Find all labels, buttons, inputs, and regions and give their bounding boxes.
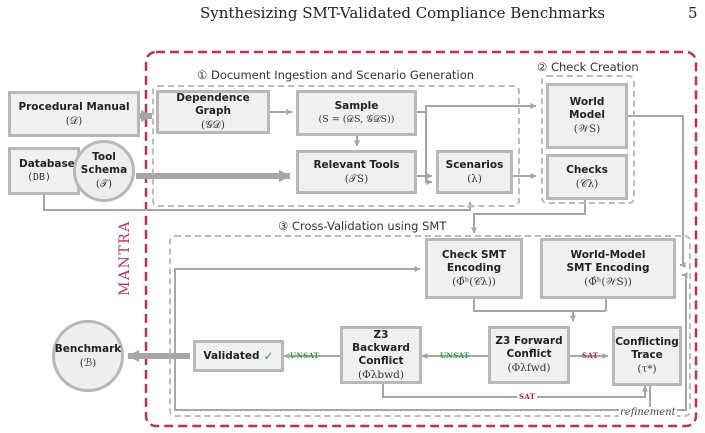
tool-schema-line2: Schema bbox=[80, 164, 128, 176]
procedural-manual-symbol: (𝒟) bbox=[65, 114, 83, 127]
sample-title: Sample bbox=[334, 99, 379, 112]
edge-checks-to-checksmt bbox=[471, 200, 586, 234]
world-model-line1: World bbox=[569, 96, 605, 108]
tool-schema-symbol: (𝒯) bbox=[95, 178, 113, 190]
scenarios-node: Scenarios (λ) bbox=[436, 150, 513, 194]
section-check-creation-title: ② Check Creation bbox=[534, 60, 642, 74]
edge-refinement-left bbox=[174, 266, 622, 411]
check-smt-node: Check SMT Encoding (Φ̂ʰ(𝒞λ)) bbox=[425, 238, 523, 299]
dependence-graph-node: Dependence Graph (𝒢𝒟) bbox=[156, 90, 270, 134]
z3-backward-node: Z3 Backward Conflict (Φλbwd) bbox=[340, 326, 422, 384]
edge-sample-to-world bbox=[417, 103, 537, 113]
mantra-label: MANTRA bbox=[117, 220, 133, 296]
validated-node: Validated ✓ bbox=[193, 340, 284, 372]
world-model-smt-line2: SMT Encoding bbox=[566, 261, 650, 274]
world-model-smt-symbol: (Φ̂ʰ(𝒲S)) bbox=[584, 275, 632, 288]
unsat-label-backward: UNSAT bbox=[290, 351, 320, 360]
benchmark-symbol: (ℬ) bbox=[79, 356, 97, 369]
conflicting-trace-line1: Conflicting bbox=[615, 336, 679, 348]
mantra-frame bbox=[144, 50, 698, 428]
tool-schema-node: Tool Schema (𝒯) bbox=[73, 140, 135, 202]
validated-title: Validated bbox=[203, 349, 260, 362]
check-smt-line2: Encoding bbox=[446, 261, 502, 274]
sample-symbol: (S = (𝒟S, 𝒢𝒟S)) bbox=[318, 113, 395, 125]
procedural-manual-node: Procedural Manual (𝒟) bbox=[8, 91, 140, 137]
scenarios-title: Scenarios bbox=[445, 158, 504, 171]
section-cross-validation-title: ③ Cross-Validation using SMT bbox=[275, 219, 450, 233]
sat-label-backward: SAT bbox=[517, 392, 538, 401]
checks-symbol: (𝒞λ) bbox=[575, 177, 599, 190]
edge-sample-to-scenarios bbox=[425, 112, 433, 185]
relevant-tools-symbol: (𝒯S) bbox=[344, 172, 369, 185]
dependence-graph-symbol: (𝒢𝒟) bbox=[200, 119, 226, 131]
z3-forward-line1: Z3 Forward bbox=[495, 335, 563, 347]
world-model-smt-node: World-Model SMT Encoding (Φ̂ʰ(𝒲S)) bbox=[540, 238, 676, 299]
section-ingestion-frame bbox=[152, 85, 520, 207]
checks-title: Checks bbox=[566, 163, 608, 176]
relevant-tools-node: Relevant Tools (𝒯S) bbox=[296, 150, 417, 194]
tool-schema-line1: Tool bbox=[92, 151, 116, 163]
relevant-tools-title: Relevant Tools bbox=[313, 158, 400, 171]
z3-forward-node: Z3 Forward Conflict (Φλfwd) bbox=[488, 326, 570, 384]
world-model-line2: Model bbox=[569, 109, 605, 121]
database-title: Database bbox=[19, 157, 75, 170]
conflicting-trace-line2: Trace bbox=[631, 349, 663, 361]
section-check-creation-frame bbox=[541, 75, 635, 204]
benchmark-node: Benchmark (ℬ) bbox=[52, 320, 124, 392]
check-smt-symbol: (Φ̂ʰ(𝒞λ)) bbox=[452, 275, 496, 288]
database-node: Database (DB) bbox=[8, 147, 80, 195]
sat-label-forward: SAT bbox=[582, 351, 599, 360]
conflicting-trace-node: Conflicting Trace (τ*) bbox=[612, 326, 682, 386]
world-model-symbol: (𝒲S) bbox=[573, 123, 601, 135]
validated-check-icon: ✓ bbox=[263, 349, 274, 363]
page-number: 5 bbox=[688, 4, 698, 22]
refinement-label: refinement bbox=[619, 407, 677, 418]
checks-node: Checks (𝒞λ) bbox=[546, 154, 628, 200]
z3-backward-line2: Conflict bbox=[358, 354, 404, 367]
section-cross-validation-frame bbox=[169, 235, 691, 417]
dependence-graph-title: Dependence Graph bbox=[176, 92, 250, 117]
edge-world-to-worldsmt bbox=[628, 115, 686, 268]
edge-refinement-right bbox=[649, 272, 688, 411]
procedural-manual-title: Procedural Manual bbox=[18, 100, 130, 113]
check-smt-line1: Check SMT bbox=[441, 248, 507, 261]
conflicting-trace-symbol: (τ*) bbox=[637, 363, 657, 375]
z3-backward-symbol: (Φλbwd) bbox=[358, 368, 404, 381]
running-title: Synthesizing SMT-Validated Compliance Be… bbox=[200, 4, 606, 22]
edge-backward-to-trace bbox=[382, 384, 648, 398]
scenarios-symbol: (λ) bbox=[467, 172, 482, 185]
z3-forward-symbol: (Φλfwd) bbox=[507, 362, 551, 374]
world-model-smt-line1: World-Model bbox=[570, 248, 646, 261]
unsat-label-forward: UNSAT bbox=[440, 351, 470, 360]
section-ingestion-title: ① Document Ingestion and Scenario Genera… bbox=[194, 68, 478, 82]
benchmark-title: Benchmark bbox=[54, 342, 122, 355]
z3-forward-line2: Conflict bbox=[506, 348, 552, 360]
sample-node: Sample (S = (𝒟S, 𝒢𝒟S)) bbox=[296, 90, 417, 136]
z3-backward-line1: Z3 Backward bbox=[352, 328, 410, 354]
database-symbol: (DB) bbox=[27, 171, 52, 183]
edge-checksmt-to-forward bbox=[473, 299, 576, 322]
world-model-node: World Model (𝒲S) bbox=[546, 83, 628, 149]
